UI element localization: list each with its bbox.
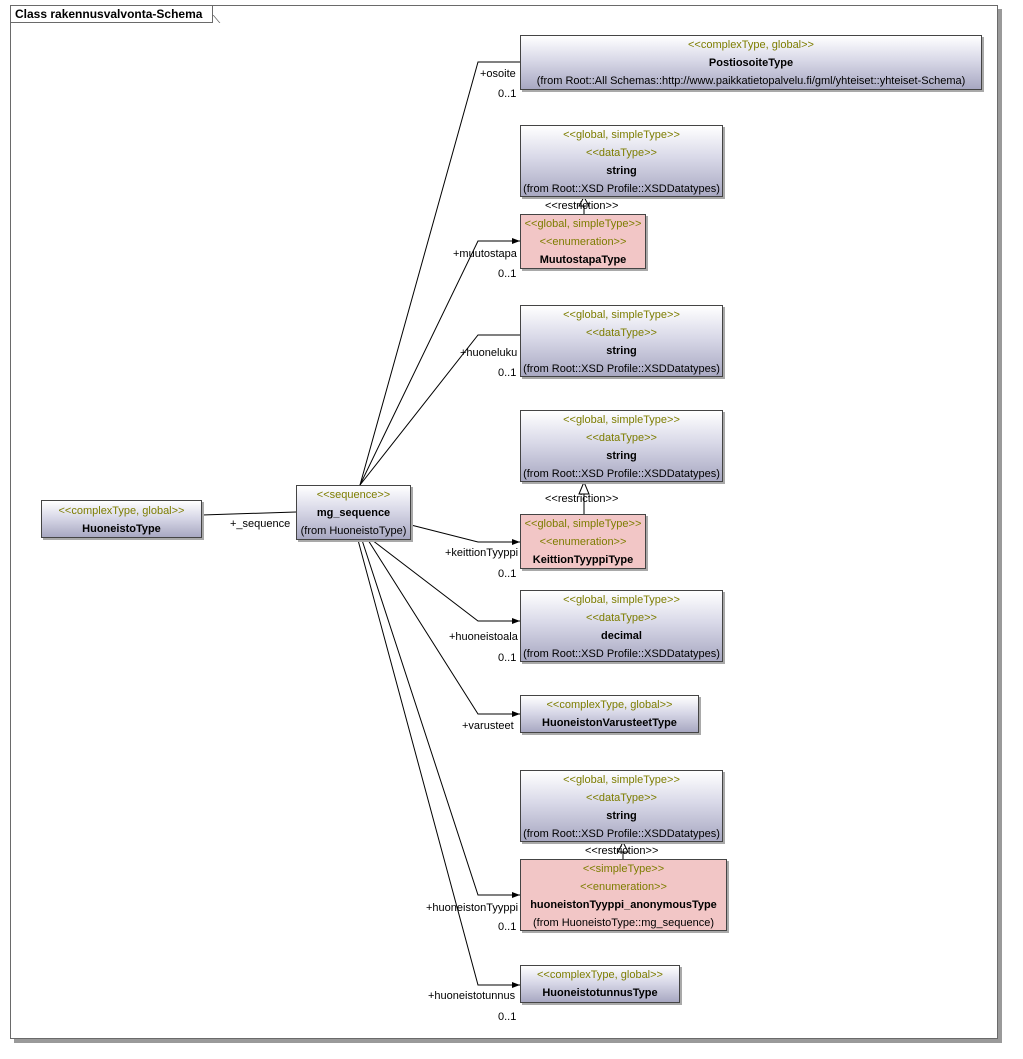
class-string-1[interactable]: <<global, simpleType>> <<dataType>> stri… <box>520 125 723 197</box>
arrowhead-huoneistoala <box>512 618 520 624</box>
class-name: HuoneistonVarusteetType <box>542 717 677 729</box>
connector-muutostapa <box>359 240 520 486</box>
stereotype-label: <<global, simpleType>> <box>563 129 680 141</box>
namespace-label: (from Root::XSD Profile::XSDDatatypes) <box>523 363 720 375</box>
diagram-title: Class rakennusvalvonta-Schema <box>11 6 214 23</box>
class-name: string <box>606 165 637 177</box>
restriction-label: <<restriction>> <box>585 845 659 857</box>
stereotype-label: <<global, simpleType>> <box>563 309 680 321</box>
namespace-label: (from HuoneistoType) <box>300 525 407 537</box>
role-label-keittiontyyppi: +keittionTyyppi <box>445 547 519 559</box>
connector-varusteet <box>367 539 520 715</box>
namespace-label: (from Root::All Schemas::http://www.paik… <box>536 75 966 87</box>
stereotype-label: <<global, simpleType>> <box>563 414 680 426</box>
stereotype-label-2: <<enumeration>> <box>539 536 627 548</box>
stereotype-label: <<global, simpleType>> <box>524 218 642 230</box>
class-name: HuoneistotunnusType <box>542 987 658 999</box>
class-string-2[interactable]: <<global, simpleType>> <<dataType>> stri… <box>520 305 723 377</box>
arrowhead-huoneistontyyppi <box>512 892 520 898</box>
stereotype-label-2: <<dataType>> <box>586 147 657 159</box>
role-label-osoite: +osoite <box>480 68 516 80</box>
stereotype-label-2: <<dataType>> <box>586 327 657 339</box>
class-string-4[interactable]: <<global, simpleType>> <<dataType>> stri… <box>520 770 723 842</box>
stereotype-label-2: <<enumeration>> <box>580 881 667 893</box>
namespace-label: (from HuoneistoType::mg_sequence) <box>533 917 714 929</box>
connector-huoneistoala <box>371 539 520 622</box>
namespace-label: (from Root::XSD Profile::XSDDatatypes) <box>523 648 720 660</box>
class-name: PostiosoiteType <box>708 57 794 69</box>
arrowhead-keittiontyyppi <box>512 539 520 545</box>
class-name: string <box>606 450 637 462</box>
multiplicity-muutostapa: 0..1 <box>498 268 517 280</box>
multiplicity-huoneluku: 0..1 <box>498 367 517 379</box>
stereotype-label-2: <<dataType>> <box>586 432 657 444</box>
stereotype-label-2: <<dataType>> <box>586 612 657 624</box>
stereotype-label: <<complexType, global>> <box>537 969 663 981</box>
connector-huoneluku <box>359 334 520 486</box>
connector-huoneistotunnus <box>357 539 520 986</box>
connector-huoneistontyyppi <box>361 539 520 896</box>
class-mg-sequence[interactable]: <<sequence>> mg_sequence (from Huoneisto… <box>296 485 411 540</box>
role-label-huoneistotunnus: +huoneistotunnus <box>428 990 516 1002</box>
stereotype-label: <<global, simpleType>> <box>524 518 642 530</box>
stereotype-label: <<simpleType>> <box>582 863 665 875</box>
stereotype-label-2: <<dataType>> <box>586 792 657 804</box>
class-name: mg_sequence <box>316 507 391 519</box>
multiplicity-huoneistotunnus: 0..1 <box>498 1011 517 1023</box>
class-huoneistontyyppi-anonymoustype[interactable]: <<simpleType>> <<enumeration>> huoneisto… <box>520 859 727 931</box>
restriction-arrow-1 <box>578 195 590 207</box>
role-label-muutostapa: +muutostapa <box>453 248 517 260</box>
stereotype-label: <<complexType, global>> <box>546 699 673 711</box>
namespace-label: (from Root::XSD Profile::XSDDatatypes) <box>523 183 720 195</box>
class-name: huoneistonTyyppi_anonymousType <box>530 899 717 911</box>
restriction-label: <<restriction>> <box>545 493 619 505</box>
role-label-huoneluku: +huoneluku <box>460 347 518 359</box>
role-label-sequence: +_sequence <box>230 518 291 530</box>
arrowhead-muutostapa <box>512 238 520 244</box>
restriction-label: <<restriction>> <box>545 200 619 212</box>
stereotype-label: <<global, simpleType>> <box>563 594 680 606</box>
multiplicity-osoite: 0..1 <box>498 88 517 100</box>
stereotype-label: <<complexType, global>> <box>58 505 185 517</box>
stereotype-label: <<global, simpleType>> <box>563 774 680 786</box>
namespace-label: (from Root::XSD Profile::XSDDatatypes) <box>523 468 720 480</box>
stereotype-label: <<sequence>> <box>316 489 391 501</box>
multiplicity-keittiontyyppi: 0..1 <box>498 568 517 580</box>
class-muutostapatype[interactable]: <<global, simpleType>> <<enumeration>> M… <box>520 214 646 269</box>
class-string-3[interactable]: <<global, simpleType>> <<dataType>> stri… <box>520 410 723 482</box>
class-huoneistotype[interactable]: <<complexType, global>> HuoneistoType <box>41 500 202 538</box>
role-label-varusteet: +varusteet <box>462 720 514 732</box>
class-decimal[interactable]: <<global, simpleType>> <<dataType>> deci… <box>520 590 723 662</box>
class-name: decimal <box>601 630 642 642</box>
restriction-arrow-2 <box>578 480 590 495</box>
multiplicity-huoneistoala: 0..1 <box>498 652 517 664</box>
stereotype-label-2: <<enumeration>> <box>539 236 627 248</box>
connector-keittiontyyppi <box>410 524 520 543</box>
stereotype-label: <<complexType, global>> <box>688 39 814 51</box>
class-keittiontyyppitype[interactable]: <<global, simpleType>> <<enumeration>> K… <box>520 514 646 569</box>
class-huoneistonvarusteettype[interactable]: <<complexType, global>> HuoneistonVarust… <box>520 695 699 733</box>
arrowhead-varusteet <box>512 711 520 717</box>
class-name: string <box>606 345 637 357</box>
arrowhead-huoneistotunnus <box>512 982 520 988</box>
class-name: MuutostapaType <box>539 254 627 266</box>
role-label-huoneistoala: +huoneistoala <box>449 631 518 643</box>
namespace-label: (from Root::XSD Profile::XSDDatatypes) <box>523 828 720 840</box>
connector-osoite <box>359 61 520 486</box>
multiplicity-huoneistontyyppi: 0..1 <box>498 921 517 933</box>
class-name: string <box>606 810 637 822</box>
class-postiosoitetype[interactable]: <<complexType, global>> PostiosoiteType … <box>520 35 982 90</box>
restriction-arrow-3 <box>617 840 629 853</box>
role-label-huoneistontyyppi: +huoneistonTyyppi <box>426 902 519 914</box>
class-huoneistotunnustype[interactable]: <<complexType, global>> HuoneistotunnusT… <box>520 965 680 1003</box>
connector-sequence <box>201 511 297 516</box>
class-name: KeittionTyyppiType <box>532 554 634 566</box>
class-name: HuoneistoType <box>82 523 161 535</box>
